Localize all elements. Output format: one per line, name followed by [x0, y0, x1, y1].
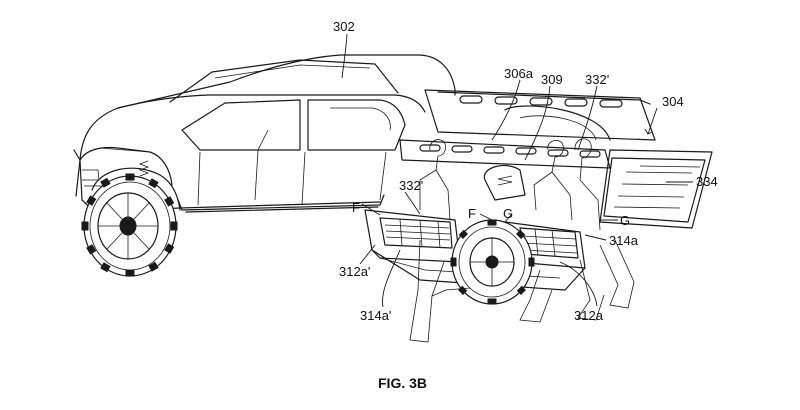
- label-312a-prime: 312a': [339, 264, 370, 279]
- pickup-truck-drawing: [74, 55, 455, 276]
- label-334: 334: [696, 174, 718, 189]
- front-wheel: [82, 174, 177, 276]
- label-312a: 312a: [574, 308, 604, 323]
- rear-wheel: [451, 220, 534, 304]
- label-306a: 306a: [504, 66, 534, 81]
- letter-g-right: G: [620, 213, 630, 228]
- truck-bed-drawing: [365, 90, 712, 304]
- label-309: 309: [541, 72, 563, 87]
- figure-caption: FIG. 3B: [378, 375, 427, 391]
- bed-side-slots: [460, 96, 622, 107]
- letter-f-center: F: [468, 206, 476, 221]
- label-332-prime-upper: 332': [585, 72, 609, 87]
- label-304: 304: [662, 94, 684, 109]
- label-332-prime-left: 332': [399, 178, 423, 193]
- label-314a-prime: 314a': [360, 308, 391, 323]
- letter-g-center: G: [503, 206, 513, 221]
- label-314a: 314a: [609, 233, 639, 248]
- letter-f-left: F: [352, 200, 360, 215]
- label-302: 302: [333, 19, 355, 34]
